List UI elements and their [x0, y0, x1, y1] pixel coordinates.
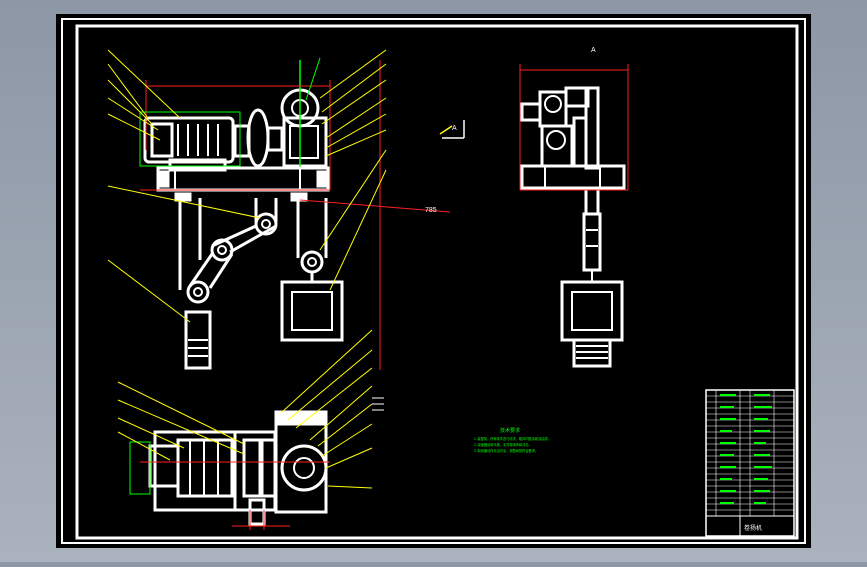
side-view-label: A [591, 47, 596, 54]
counterweight [184, 310, 212, 370]
sheave-middle [210, 238, 234, 262]
motor-body [143, 116, 235, 164]
sheave-lower [186, 280, 210, 304]
side-view [520, 86, 626, 368]
load-block [280, 280, 344, 342]
section-marker [439, 120, 465, 139]
top-view-leaders [117, 329, 373, 489]
notes-line-1: 1. 装配前，所有零件进行清洗，箱体内壁涂耐油油漆。 [474, 436, 551, 441]
brake-shoe [266, 126, 284, 152]
top-view-dimensions [129, 441, 290, 530]
sheet-outer-border [61, 18, 806, 544]
section-label: A [452, 125, 457, 132]
drawing-sheet [56, 14, 811, 548]
title-block-name: 卷扬机 [744, 524, 762, 532]
top-brake [242, 438, 262, 498]
title-block: 卷扬机 [705, 389, 795, 537]
sheet-inner-border [75, 24, 799, 540]
technical-notes: 技术要求 1. 装配前，所有零件进行清洗，箱体内壁涂耐油油漆。 2. 减速器运转… [474, 427, 551, 453]
sheave-upper [254, 212, 278, 236]
front-view [143, 60, 344, 370]
front-view-leaders [107, 49, 387, 323]
motor-endcap [150, 122, 174, 158]
side-base [520, 164, 626, 190]
side-counterweight [572, 338, 612, 368]
gearbox-housing [282, 116, 328, 168]
side-view-dimensions [519, 64, 629, 191]
parts-list-text [720, 394, 772, 504]
top-view-tag [372, 397, 384, 411]
notes-title: 技术要求 [500, 427, 520, 434]
motor-foot [168, 158, 227, 172]
notes-line-2: 2. 减速器运转平稳，无异常噪声和冲击。 [474, 442, 532, 447]
side-guide-rail [584, 86, 600, 170]
dimension-height-label: 785 [425, 207, 437, 214]
notes-line-3: 3. 制动器动作灵活可靠，调整间隙符合要求。 [474, 448, 538, 453]
